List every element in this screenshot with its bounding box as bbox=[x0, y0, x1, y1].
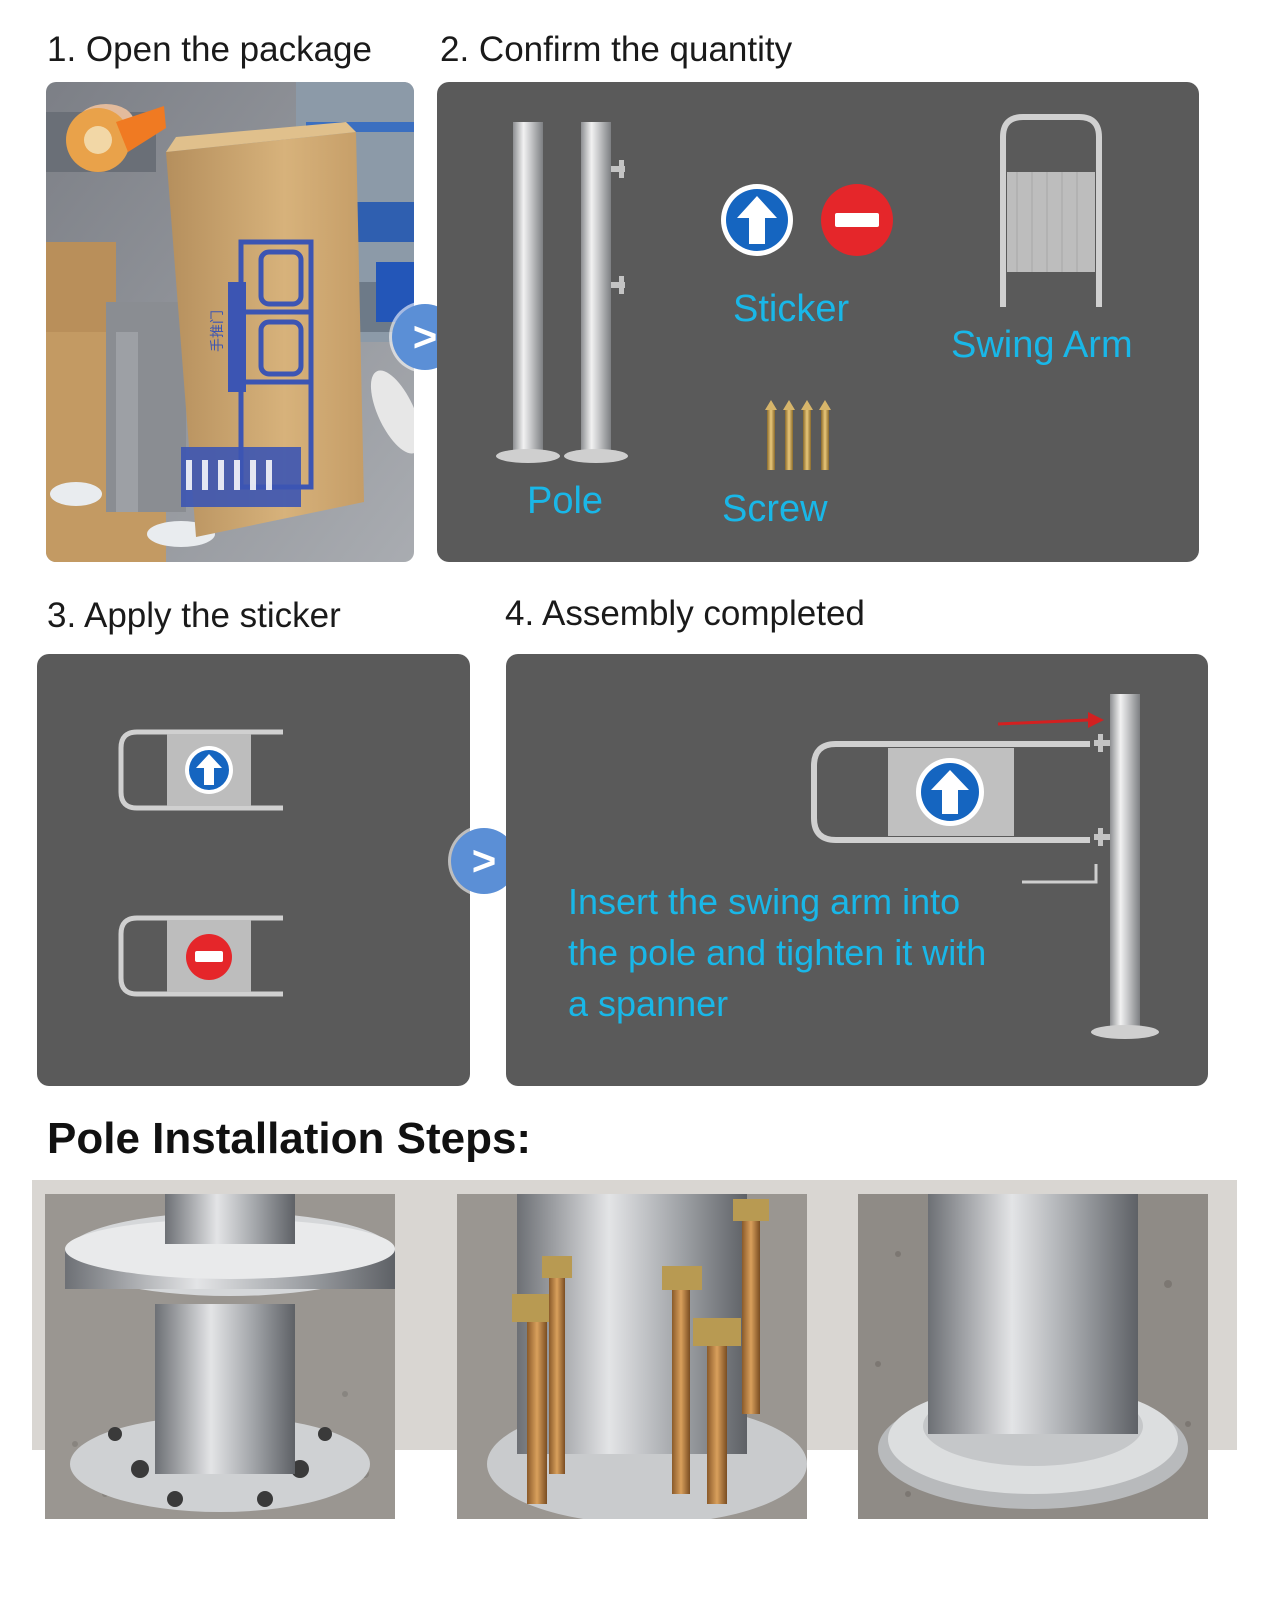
pole-label: Pole bbox=[527, 480, 604, 522]
step3-title: 3. Apply the sticker bbox=[47, 596, 341, 635]
step1-title: 1. Open the package bbox=[47, 30, 372, 69]
up-arrow-entry-icon bbox=[721, 184, 793, 256]
step4-title: 4. Assembly completed bbox=[505, 594, 865, 633]
open-package-illustration: 手推门 bbox=[46, 82, 414, 562]
open-package-photo: 手推门 bbox=[46, 82, 414, 562]
pole-installation-title: Pole Installation Steps: bbox=[47, 1114, 532, 1163]
swing-arm-entry bbox=[118, 729, 283, 811]
pole-2 bbox=[581, 122, 611, 452]
assembly-illustration bbox=[811, 694, 1159, 1039]
quantity-panel: Pole Sticker Screw Swing Arm bbox=[437, 82, 1199, 562]
instruction-line-3: a spanner bbox=[568, 983, 729, 1024]
install-photo-2 bbox=[457, 1194, 807, 1519]
pole-base-cover-illustration bbox=[45, 1194, 395, 1519]
install-photo-1 bbox=[45, 1194, 395, 1519]
sticker-arms-illustration bbox=[118, 729, 283, 997]
sticker-label: Sticker bbox=[733, 288, 850, 330]
instruction-line-2: the pole and tighten it with bbox=[568, 932, 987, 973]
screw-label: Screw bbox=[722, 488, 828, 530]
installed-pole-illustration bbox=[858, 1194, 1208, 1519]
assembly-instruction: Insert the swing arm into the pole and t… bbox=[568, 876, 986, 1029]
box-vertical-label: 手推门 bbox=[210, 310, 226, 352]
expansion-bolts-illustration bbox=[457, 1194, 807, 1519]
swing-arm-label: Swing Arm bbox=[951, 324, 1133, 366]
assembled-swing-arm bbox=[811, 741, 1090, 843]
parts-illustration bbox=[496, 114, 1102, 470]
step2-title: 2. Confirm the quantity bbox=[440, 30, 793, 69]
no-entry-icon bbox=[821, 184, 893, 256]
pole-1 bbox=[513, 122, 543, 452]
assembled-pole bbox=[1110, 694, 1140, 1034]
insert-direction-arrow bbox=[997, 712, 1104, 728]
swing-arm-illustration bbox=[1000, 114, 1102, 307]
assembly-panel: Insert the swing arm into the pole and t… bbox=[506, 654, 1208, 1086]
sticker-panel bbox=[37, 654, 470, 1086]
swing-arm-stop bbox=[118, 915, 283, 997]
screws-illustration bbox=[765, 400, 831, 470]
instruction-line-1: Insert the swing arm into bbox=[568, 881, 961, 922]
install-photo-3 bbox=[858, 1194, 1208, 1519]
